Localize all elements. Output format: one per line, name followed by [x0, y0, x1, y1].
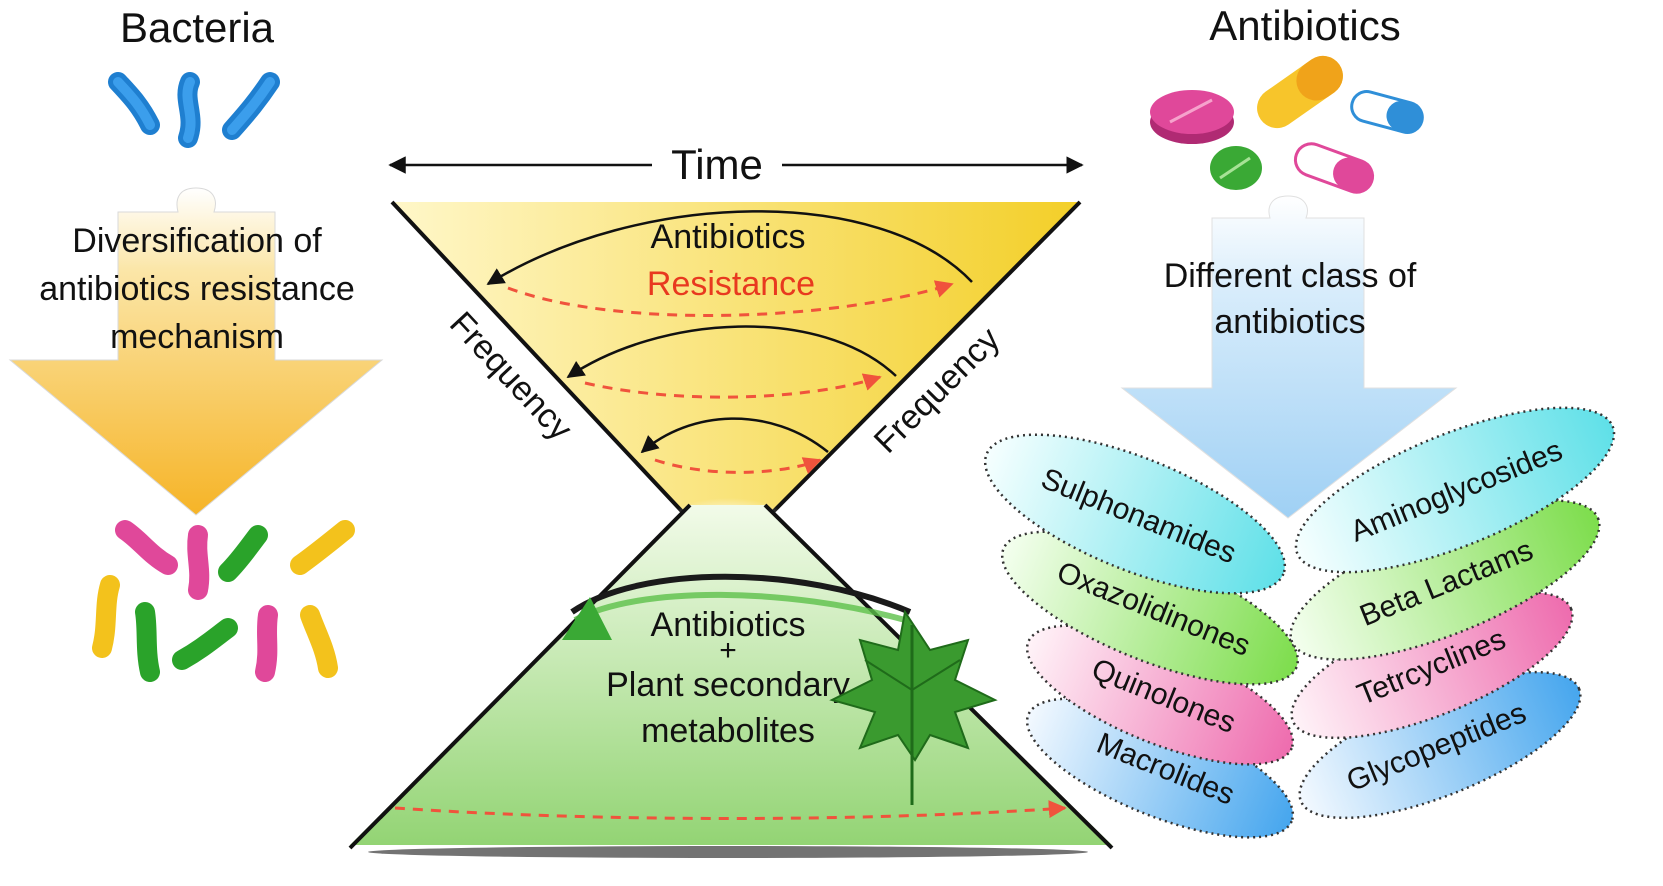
class-ellipse-aminoglycosides	[1294, 406, 1616, 574]
antibiotics-title: Antibiotics	[1209, 2, 1400, 49]
antibiotics-cycle-label: Antibiotics	[651, 218, 806, 256]
diversification-text-line2: antibiotics resistance	[39, 270, 355, 308]
plant-trail-icon	[562, 573, 912, 640]
antibiotics-cycle-arc-2	[566, 325, 897, 379]
plant-text-line3: Plant secondary	[606, 666, 850, 704]
diverse-bacteria-icon	[92, 520, 355, 682]
class-ellipse-beta-lactams	[1289, 499, 1601, 661]
leaf-icon	[829, 609, 998, 805]
antibiotics-cycle-arc-1	[486, 210, 973, 286]
diversification-text-line3: mechanism	[110, 318, 284, 356]
resistance-cycle-label: Resistance	[647, 265, 815, 303]
bacteria-title: Bacteria	[120, 4, 275, 51]
blue-bacteria-icon	[108, 72, 280, 148]
plant-text-line2: +	[719, 634, 737, 667]
pills-icon	[1150, 55, 1424, 194]
diversification-arrow	[8, 187, 384, 516]
resistance-cycle-arc-2	[584, 373, 882, 399]
diversification-text-line1: Diversification of	[72, 222, 322, 260]
plant-text-line1: Antibiotics	[651, 606, 806, 644]
resistance-cycle-arc-1	[507, 280, 954, 317]
plant-text-line4: metabolites	[641, 712, 815, 750]
class-text-line2: antibiotics	[1214, 303, 1365, 341]
class-text-line1: Different class of	[1164, 257, 1417, 295]
resistance-cycle-arc-3	[654, 457, 822, 475]
class-ellipse-glycopeptides	[1298, 670, 1582, 820]
plant-resistance-arrow	[394, 800, 1067, 820]
class-ellipse-sulphonamides	[983, 433, 1287, 595]
class-ellipse-oxazolidinones	[1000, 530, 1300, 686]
antibiotics-cycle-arc-3	[640, 417, 829, 454]
class-ellipse-tetrcyclines	[1290, 590, 1574, 740]
class-arrow	[1120, 195, 1458, 519]
time-label: Time	[671, 141, 763, 188]
